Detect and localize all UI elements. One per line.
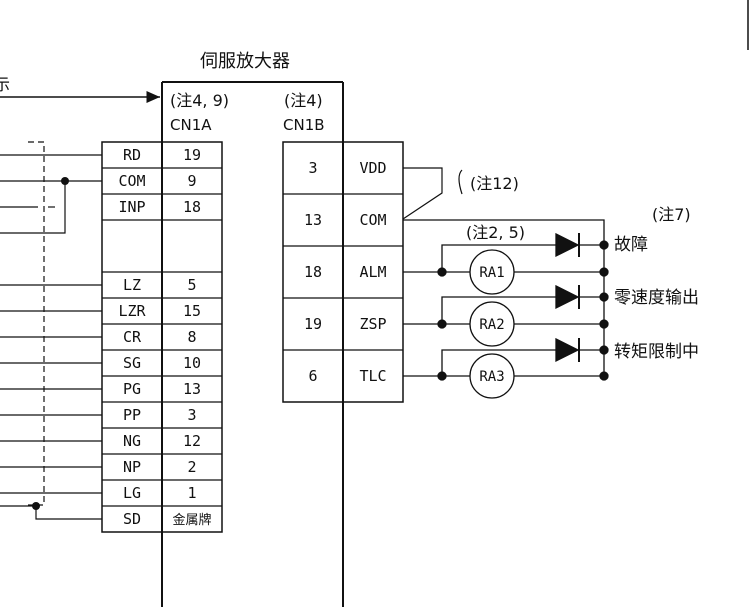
- cn1b-signal-0: VDD: [359, 159, 386, 177]
- cn1a-signal-12: LG: [123, 484, 141, 502]
- cn1a-signal-2: INP: [118, 198, 145, 216]
- diode-branch: [441, 296, 556, 324]
- cn1a-pin-9: 3: [187, 406, 196, 424]
- junction-dot: [599, 371, 609, 381]
- cn1a-signal-8: PG: [123, 380, 141, 398]
- cn1a-pin-6: 8: [187, 328, 196, 346]
- note-12-bracket: [458, 169, 463, 195]
- note-2-5: (注2, 5): [466, 223, 525, 242]
- cn1b-signal-3: ZSP: [359, 315, 386, 333]
- cn1a-signal-13: SD: [123, 510, 141, 528]
- vdd-com-jumper: [402, 167, 443, 220]
- junction-dot: [599, 240, 609, 250]
- cn1b-pin-1: 13: [304, 211, 322, 229]
- cn1b-signal-4: TLC: [359, 367, 386, 385]
- cn1a-signal-6: CR: [123, 328, 142, 346]
- junction-dot: [32, 502, 40, 510]
- relay-label-2: RA3: [479, 369, 504, 385]
- cn1b-pin-3: 19: [304, 315, 322, 333]
- output-label-zero-speed: 零速度输出: [614, 288, 699, 308]
- left-wiring: [0, 154, 102, 520]
- cn1a-note: (注4, 9): [170, 91, 229, 110]
- relay-label-0: RA1: [479, 265, 504, 281]
- cn1a-pin-4: 5: [187, 276, 196, 294]
- cn1b-signal-1: COM: [359, 211, 386, 229]
- cn1a-signal-10: NG: [123, 432, 141, 450]
- cn1b-label: CN1B: [283, 116, 325, 134]
- cn1a-pin-11: 2: [187, 458, 196, 476]
- note-12: (注12): [470, 174, 519, 193]
- cn1a-signal-4: LZ: [123, 276, 141, 294]
- diode-icon: [555, 337, 580, 363]
- cable-shield: [28, 141, 45, 506]
- cn1b-table: 3 VDD 13 COM 18 ALM 19 ZSP 6 TLC: [282, 141, 404, 403]
- cn1b-pin-2: 18: [304, 263, 322, 281]
- cn1a-pin-0: 19: [183, 146, 201, 164]
- diode-icon: [555, 284, 580, 310]
- cn1b-pin-0: 3: [308, 159, 317, 177]
- cn1a-pin-13: 金属牌: [172, 512, 211, 528]
- diode-icon: [555, 232, 580, 258]
- diode-branch: [441, 349, 556, 376]
- cn1b-signal-2: ALM: [359, 263, 386, 281]
- cn1a-pin-12: 1: [187, 484, 196, 502]
- junction-dot: [437, 267, 447, 277]
- cn1a-pin-8: 13: [183, 380, 201, 398]
- junction-dot: [437, 319, 447, 329]
- output-label-fault: 故障: [614, 235, 648, 255]
- diode-branch: [441, 244, 556, 272]
- cn1a-signal-9: PP: [123, 406, 141, 424]
- junction-dot: [61, 177, 69, 185]
- junction-dot: [437, 371, 447, 381]
- cn1a-signal-11: NP: [123, 458, 141, 476]
- cn1a-signal-1: COM: [118, 172, 145, 190]
- servo-amplifier-title: 伺服放大器: [200, 51, 290, 72]
- cn1a-signal-5: LZR: [118, 302, 146, 320]
- partial-label: 示: [0, 75, 10, 94]
- cn1a-pin-5: 15: [183, 302, 201, 320]
- output-label-torque-limit: 转矩限制中: [614, 342, 699, 362]
- cn1a-pin-10: 12: [183, 432, 201, 450]
- note-7: (注7): [652, 205, 691, 224]
- junction-dot: [599, 345, 609, 355]
- relay-label-1: RA2: [479, 317, 504, 333]
- cn1a-signal-7: SG: [123, 354, 141, 372]
- cn1a-pin-7: 10: [183, 354, 201, 372]
- junction-dot: [599, 267, 609, 277]
- junction-dot: [599, 292, 609, 302]
- cn1a-signal-0: RD: [123, 146, 141, 164]
- cn1a-label: CN1A: [170, 116, 212, 134]
- cn1a-pin-1: 9: [187, 172, 196, 190]
- cn1b-note: (注4): [284, 91, 323, 110]
- cn1a-pin-2: 18: [183, 198, 201, 216]
- junction-dot: [599, 319, 609, 329]
- cn1b-pin-4: 6: [308, 367, 317, 385]
